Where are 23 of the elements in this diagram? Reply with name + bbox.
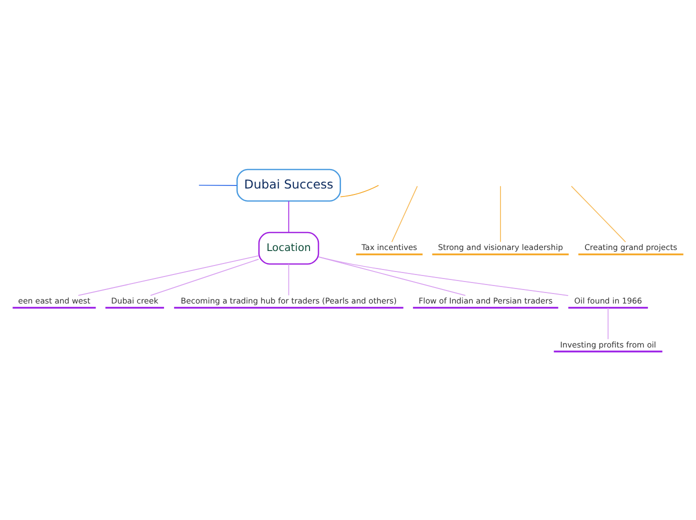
node-text: Flow of Indian and Persian traders [418, 296, 553, 306]
connector [340, 184, 379, 197]
node-text: Dubai creek [111, 296, 158, 306]
connector [608, 307, 609, 340]
node-text: een east and west [18, 296, 90, 306]
node-text: Creating grand projects [584, 242, 678, 252]
node-text: Investing profits from oil [560, 340, 656, 349]
connector [288, 263, 290, 296]
connector [78, 254, 260, 296]
connector [150, 258, 260, 296]
connector [288, 200, 290, 232]
node-box: Location [258, 231, 320, 264]
node-text: Oil found in 1966 [574, 296, 642, 306]
connector [500, 185, 501, 242]
connector [318, 256, 466, 296]
node-box: Dubai Success [236, 168, 341, 202]
connector [391, 185, 418, 242]
node-text: Becoming a trading hub for traders (Pearls and others) [180, 296, 397, 306]
connector [570, 185, 626, 242]
node-text: Tax incentives [362, 242, 418, 252]
connector [198, 184, 238, 186]
connector [318, 256, 569, 296]
node-text: Strong and visionary leadership [438, 242, 563, 252]
